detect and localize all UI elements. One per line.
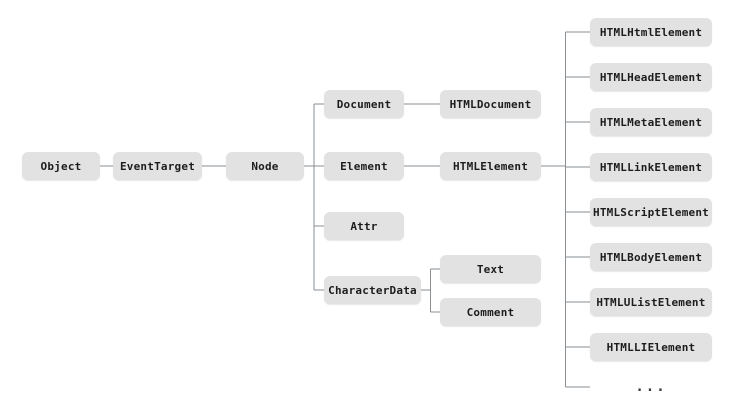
node-htmllinkelement: HTMLLinkElement xyxy=(590,153,712,181)
node-eventtarget: EventTarget xyxy=(113,152,202,180)
node-object: Object xyxy=(22,152,100,180)
node-htmlscriptelement: HTMLScriptElement xyxy=(590,198,712,226)
node-attr: Attr xyxy=(324,212,404,240)
ellipsis-label: ... xyxy=(635,379,667,395)
node-htmlhtmlelement: HTMLHtmlElement xyxy=(590,18,712,46)
node-htmllielement: HTMLLIElement xyxy=(590,333,712,361)
node-text: Text xyxy=(440,255,541,283)
node-node: Node xyxy=(226,152,304,180)
node-characterdata: CharacterData xyxy=(324,276,421,304)
node-comment: Comment xyxy=(440,298,541,326)
node-element: Element xyxy=(324,152,404,180)
node-htmlbodyelement: HTMLBodyElement xyxy=(590,243,712,271)
node-htmldocument: HTMLDocument xyxy=(440,90,541,118)
node-htmlheadelement: HTMLHeadElement xyxy=(590,63,712,91)
node-htmlulistelement: HTMLUListElement xyxy=(590,288,712,316)
node-htmlmetaelement: HTMLMetaElement xyxy=(590,108,712,136)
node-document: Document xyxy=(324,90,404,118)
node-htmlelement: HTMLElement xyxy=(440,152,541,180)
